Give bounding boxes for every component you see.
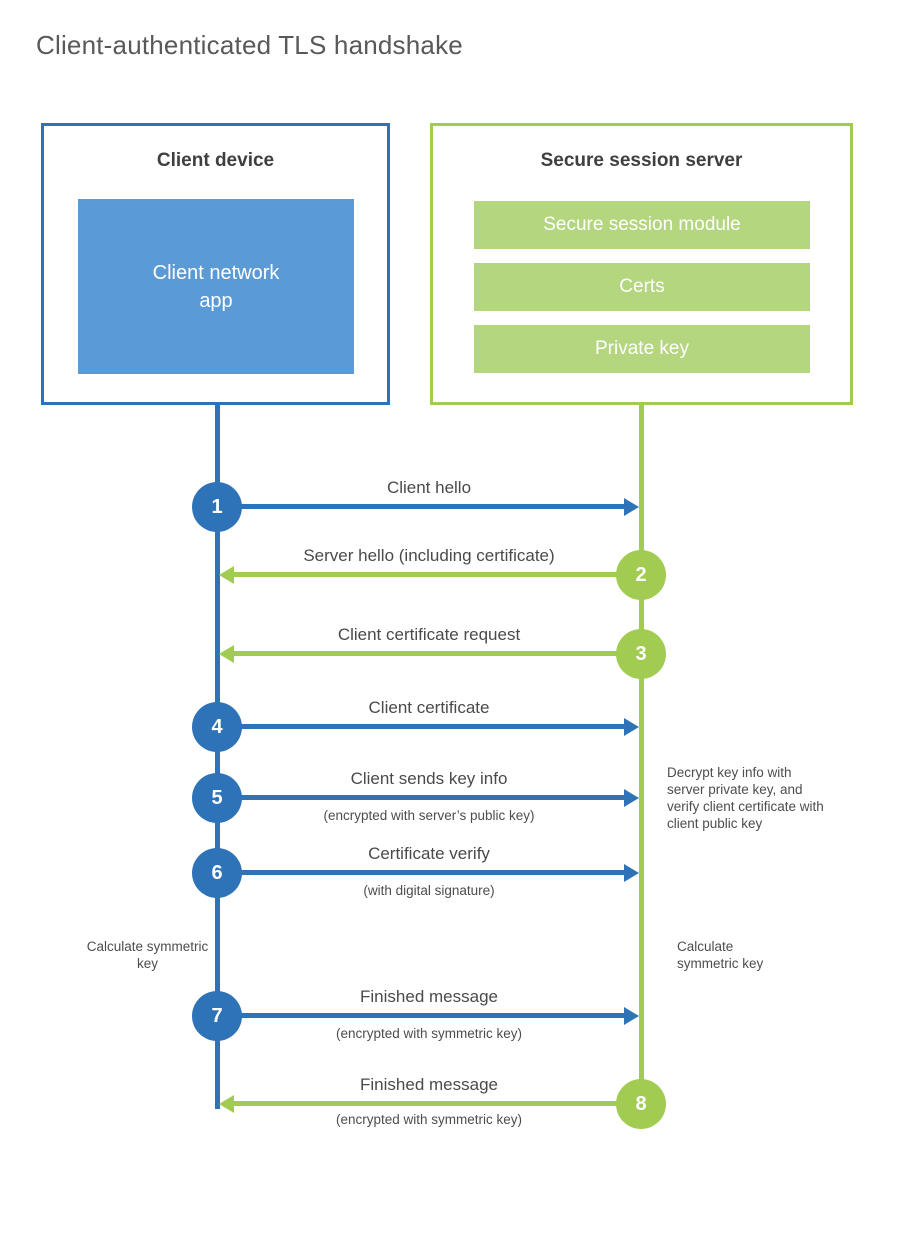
message-arrow-2 bbox=[233, 572, 641, 577]
step-circle-2: 2 bbox=[616, 550, 666, 600]
page-title: Client-authenticated TLS handshake bbox=[36, 30, 463, 60]
arrowhead-left-icon bbox=[219, 645, 234, 663]
message-label-3: Client certificate request bbox=[337, 625, 521, 644]
message-arrow-8 bbox=[233, 1101, 641, 1106]
message-sub-6: (with digital signature) bbox=[363, 883, 495, 898]
arrowhead-right-icon bbox=[624, 789, 639, 807]
client-device-title: Client device bbox=[156, 150, 275, 171]
message-sub-5: (encrypted with server’s public key) bbox=[323, 808, 535, 823]
arrowhead-right-icon bbox=[624, 1007, 639, 1025]
note-calculate-symmetric-key-server: Calculate symmetric key bbox=[677, 939, 764, 971]
step-circle-3: 3 bbox=[616, 629, 666, 679]
message-label-7: Finished message bbox=[360, 987, 498, 1006]
message-sub-8: (encrypted with symmetric key) bbox=[335, 1112, 523, 1127]
server-module-secure-session: Secure session module bbox=[474, 201, 810, 249]
message-label-8: Finished message bbox=[360, 1075, 498, 1094]
arrowhead-left-icon bbox=[219, 566, 234, 584]
message-arrow-1 bbox=[217, 504, 625, 509]
step-circle-8: 8 bbox=[616, 1079, 666, 1129]
step-circle-5: 5 bbox=[192, 773, 242, 823]
arrowhead-right-icon bbox=[624, 864, 639, 882]
note-calculate-symmetric-key-client: Calculate symmetric key bbox=[86, 939, 209, 971]
step-circle-7: 7 bbox=[192, 991, 242, 1041]
arrowhead-left-icon bbox=[219, 1095, 234, 1113]
message-label-6: Certificate verify bbox=[368, 844, 490, 863]
message-label-1: Client hello bbox=[386, 478, 472, 497]
server-module-private-key: Private key bbox=[474, 325, 810, 373]
message-arrow-5 bbox=[217, 795, 625, 800]
message-label-2: Server hello (including certificate) bbox=[303, 546, 555, 565]
step-circle-6: 6 bbox=[192, 848, 242, 898]
step-circle-1: 1 bbox=[192, 482, 242, 532]
message-arrow-4 bbox=[217, 724, 625, 729]
server-lifeline bbox=[639, 404, 644, 1105]
server-module-certs: Certs bbox=[474, 263, 810, 311]
client-lifeline bbox=[215, 404, 220, 1109]
message-label-4: Client certificate bbox=[368, 698, 490, 717]
message-arrow-3 bbox=[233, 651, 641, 656]
message-label-5: Client sends key info bbox=[350, 769, 508, 788]
message-arrow-7 bbox=[217, 1013, 625, 1018]
server-title: Secure session server bbox=[540, 150, 743, 171]
step-circle-4: 4 bbox=[192, 702, 242, 752]
client-network-app-box: Client network app bbox=[78, 199, 354, 374]
message-arrow-6 bbox=[217, 870, 625, 875]
arrowhead-right-icon bbox=[624, 718, 639, 736]
message-sub-7: (encrypted with symmetric key) bbox=[335, 1026, 523, 1041]
note-decrypt-key-info: Decrypt key info with server private key… bbox=[667, 765, 824, 831]
arrowhead-right-icon bbox=[624, 498, 639, 516]
